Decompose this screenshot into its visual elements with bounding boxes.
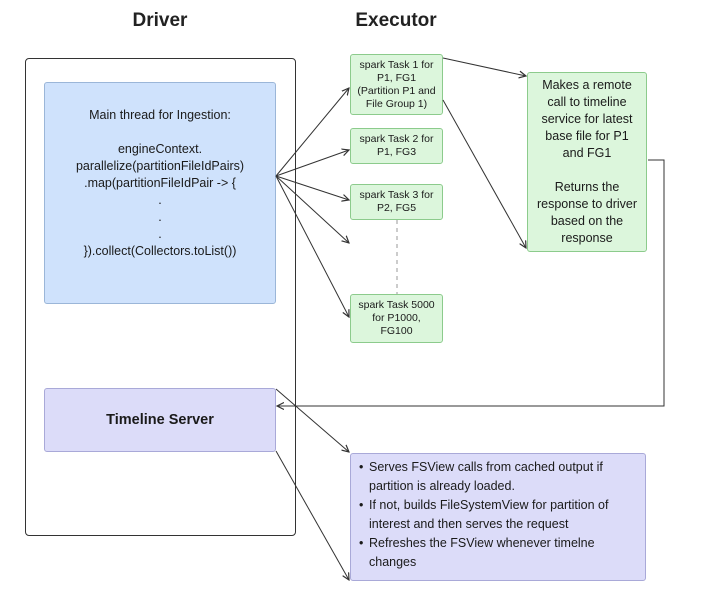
timeline-note-item: Refreshes the FSView whenever timelne ch… [359, 534, 637, 572]
arrow-timeline-to-notes-bottom [275, 450, 349, 580]
remote-response-text: Returns the response to driver based on … [536, 180, 638, 245]
spark-task-label: spark Task 5000 for P1000, FG100 [358, 299, 435, 337]
spark-task-2: spark Task 2 for P1, FG3 [350, 128, 443, 164]
timeline-notes-list: Serves FSView calls from cached output i… [359, 458, 637, 572]
timeline-server-label: Timeline Server [106, 412, 214, 428]
main-thread-line: . [158, 227, 162, 241]
executor-title: Executor [355, 10, 437, 31]
arrow-to-task-1 [275, 88, 349, 177]
spark-task-1: spark Task 1 for P1, FG1 (Partition P1 a… [350, 54, 443, 115]
timeline-server-box: Timeline Server [44, 388, 276, 452]
main-thread-line: . [158, 193, 162, 207]
timeline-notes-box: Serves FSView calls from cached output i… [350, 453, 646, 581]
timeline-note-item: If not, builds FileSystemView for partit… [359, 496, 637, 534]
arrow-task1-response [442, 99, 526, 248]
arrow-remote-to-timeline [277, 159, 665, 406]
arrow-timeline-to-notes-top [275, 388, 349, 452]
spark-task-label: spark Task 3 for P2, FG5 [359, 189, 434, 214]
spark-task-3: spark Task 3 for P2, FG5 [350, 184, 443, 220]
arrow-task1-to-remote [442, 57, 526, 76]
remote-call-text: Makes a remote call to timeline service … [541, 78, 633, 160]
main-thread-line: }).collect(Collectors.toList()) [83, 244, 237, 258]
spark-task-label: spark Task 2 for P1, FG3 [359, 133, 434, 158]
spark-task-label: spark Task 1 for P1, FG1 (Partition P1 a… [357, 58, 436, 110]
driver-title: Driver [132, 10, 188, 31]
remote-call-box: Makes a remote call to timeline service … [527, 72, 647, 252]
arrow-to-task-2 [275, 150, 349, 177]
main-thread-box: Main thread for Ingestion: engineContext… [44, 82, 276, 304]
spark-task-5000: spark Task 5000 for P1000, FG100 [350, 294, 443, 343]
arrow-to-more-tasks [275, 175, 349, 243]
arrow-to-task-5000 [275, 175, 349, 317]
timeline-note-item: Serves FSView calls from cached output i… [359, 458, 637, 496]
main-thread-line: .map(partitionFileIdPair -> { [84, 176, 236, 190]
main-thread-line: . [158, 210, 162, 224]
main-thread-line: parallelize(partitionFileIdPairs) [75, 159, 245, 173]
arrow-to-task-3 [275, 175, 349, 200]
main-thread-line: engineContext. [117, 142, 203, 156]
main-thread-line: Main thread for Ingestion: [89, 108, 231, 122]
